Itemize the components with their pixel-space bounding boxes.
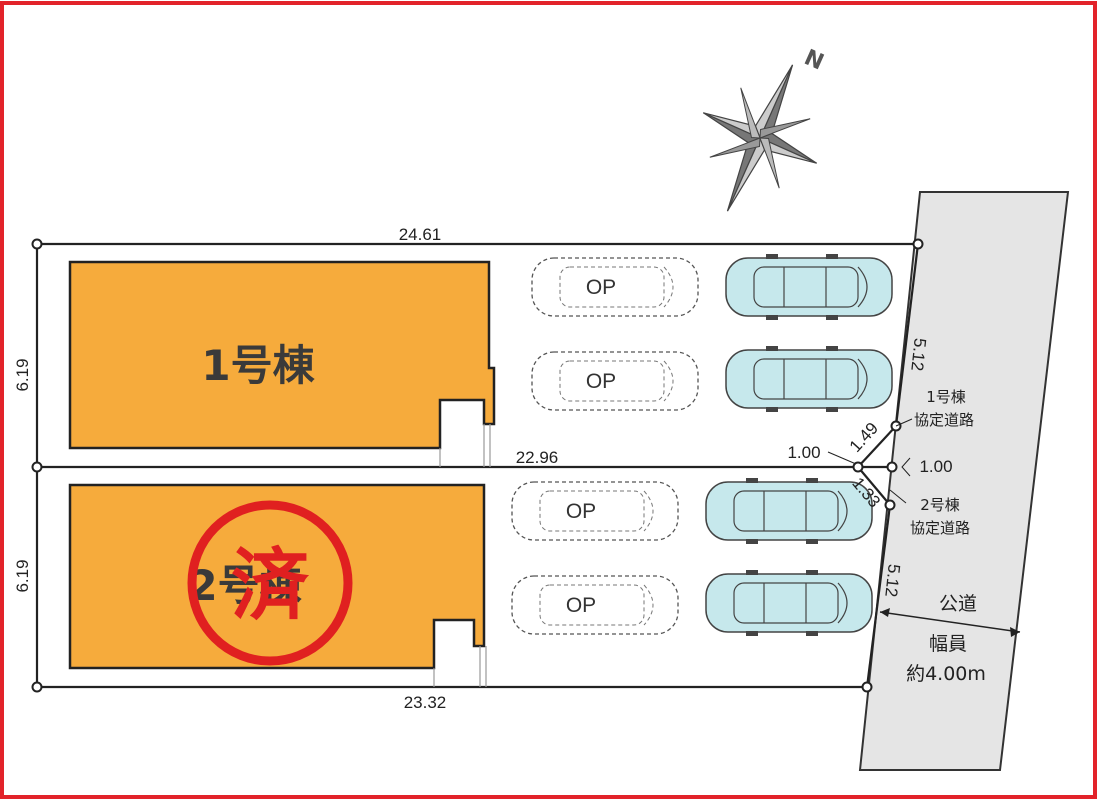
dim-top-width: 24.61 [399,225,442,244]
dim-corner-b: 1.00 [919,457,952,476]
building-2: 2号棟 [68,483,487,687]
dim-diag-a: 1.49 [846,419,882,456]
dim-lot2-depth: 6.19 [13,559,32,592]
car-2b [705,569,873,637]
road-width-line [879,611,1021,633]
building-2-label: 2号棟 [188,561,302,610]
op-label-2a: OP [566,500,596,523]
op-label-2b: OP [566,594,596,617]
dim-lot1-frontage: 5.12 [907,337,929,372]
dim-lot1-depth: 6.19 [13,358,32,391]
car-1b [725,345,893,413]
public-road-width-value: 約4.00m [906,663,986,685]
dim-corner-a: 1.00 [787,443,820,462]
dim-bottom-width: 23.32 [404,693,447,712]
agreement-road-2-line1: 2号棟 [920,496,960,514]
lot-boundaries [35,242,920,689]
public-road-width-label: 幅員 [929,633,967,655]
compass-icon [703,64,817,212]
dim-lot2-frontage: 5.12 [881,563,903,598]
agreement-road-1-line1: 1号棟 [926,388,966,406]
dim-middle-width: 22.96 [516,448,559,467]
public-road-name: 公道 [939,593,977,615]
building-1-label: 1号棟 [201,341,315,390]
boundary-markers [31,238,924,693]
op-label-1a: OP [586,276,616,299]
agreement-road-1-line2: 協定道路 [914,411,974,429]
compass-north-label: N [800,45,827,75]
op-label-1b: OP [586,370,616,393]
sold-stamp: 済 [187,500,353,666]
sold-stamp-text: 済 [231,541,310,631]
agreement-road-2-line2: 協定道路 [910,519,970,537]
building-1: 1号棟 [68,260,496,467]
car-1a [725,253,893,321]
car-2a [705,477,873,545]
